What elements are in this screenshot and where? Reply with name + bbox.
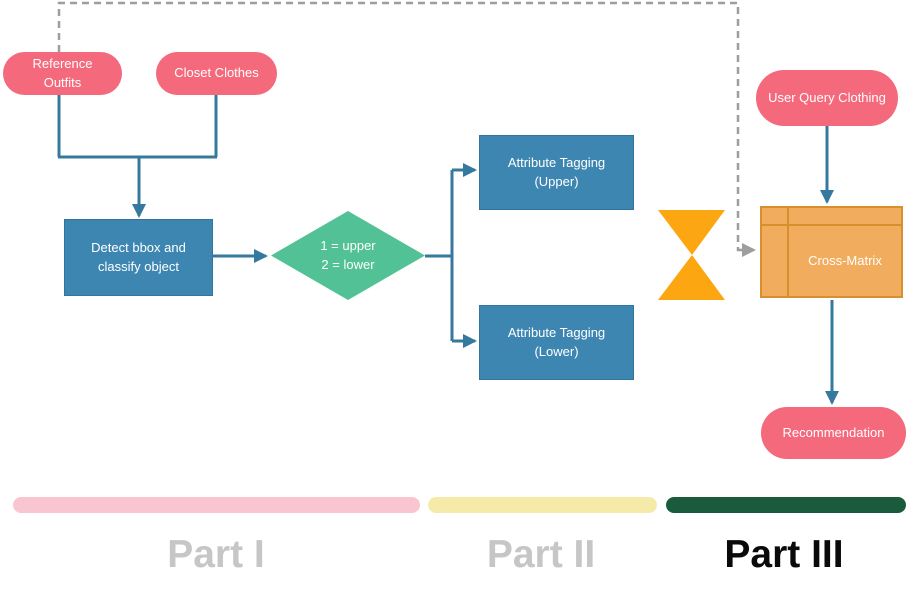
- node-label: Recommendation: [782, 424, 885, 440]
- node-cross-matrix: Cross-Matrix: [760, 206, 903, 298]
- section-label-part-3: Part III: [724, 533, 844, 576]
- node-attribute-tagging-upper: Attribute Tagging (Upper): [479, 135, 634, 210]
- section-bar-part-2: [428, 497, 657, 513]
- node-detect-bbox: Detect bbox and classify object: [64, 219, 213, 296]
- node-label: Closet Clothes: [174, 65, 259, 81]
- connector-decision-branch: [425, 170, 454, 341]
- decision-line-2: 2 = lower: [321, 256, 375, 272]
- section-bar-part-1: [13, 497, 420, 513]
- connector-reference-to-merge: [57, 95, 218, 159]
- node-label: Cross-Matrix: [808, 252, 882, 268]
- cross-matrix-header-line: [762, 224, 901, 226]
- decision-line-1: 1 = upper: [320, 237, 376, 253]
- node-reference-outfits: Reference Outfits: [3, 52, 122, 95]
- section-label-part-1: Part I: [167, 533, 265, 576]
- node-label: Attribute Tagging (Lower): [507, 324, 606, 359]
- node-recommendation: Recommendation: [761, 407, 906, 459]
- node-label: User Query Clothing: [768, 89, 886, 105]
- node-label: Detect bbox and classify object: [91, 239, 186, 274]
- node-attribute-tagging-lower: Attribute Tagging (Lower): [479, 305, 634, 380]
- node-closet-clothes: Closet Clothes: [156, 52, 277, 95]
- decision-text: 1 = upper 2 = lower: [320, 237, 375, 275]
- cross-matrix-column-line: [787, 208, 789, 296]
- section-bar-part-3: [666, 497, 906, 513]
- section-label-part-2: Part II: [486, 533, 596, 576]
- hourglass-icon: [658, 210, 725, 300]
- node-label: Reference Outfits: [32, 55, 93, 90]
- node-user-query-clothing: User Query Clothing: [756, 70, 898, 126]
- node-label: Attribute Tagging (Upper): [507, 154, 606, 189]
- node-decision-diamond: 1 = upper 2 = lower: [271, 211, 425, 300]
